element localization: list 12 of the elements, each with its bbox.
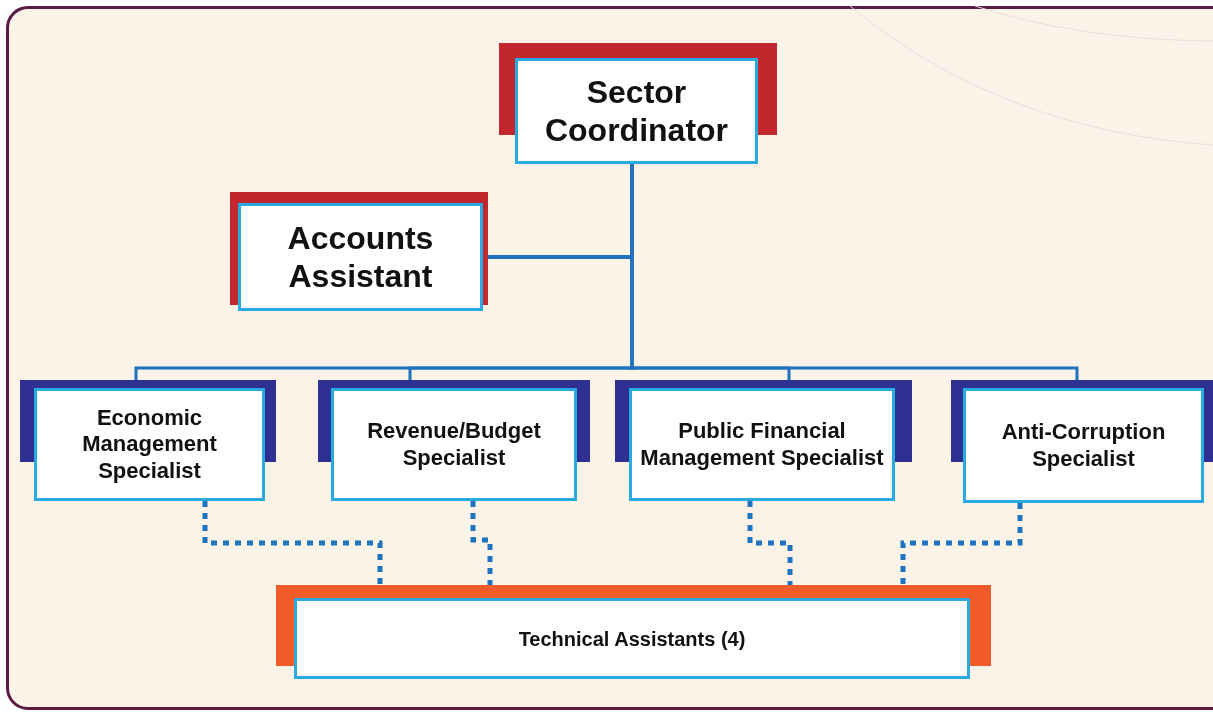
role-title: Technical Assistants (4) bbox=[518, 626, 746, 651]
dotted-connector bbox=[900, 503, 1023, 585]
role-title: Public Financial Management Specialist bbox=[639, 418, 885, 471]
role-title: Anti-Corruption Specialist bbox=[1000, 419, 1167, 472]
role-title: Revenue/Budget Specialist bbox=[366, 418, 542, 471]
connector-line bbox=[488, 164, 634, 259]
role-title: Sector Coordinator bbox=[543, 72, 730, 150]
dotted-connector bbox=[747, 501, 793, 585]
role-title: Accounts Assistant bbox=[286, 218, 435, 296]
dotted-connector bbox=[202, 501, 383, 585]
dotted-connector bbox=[470, 501, 493, 585]
role-title: Economic Management Specialist bbox=[81, 404, 218, 485]
